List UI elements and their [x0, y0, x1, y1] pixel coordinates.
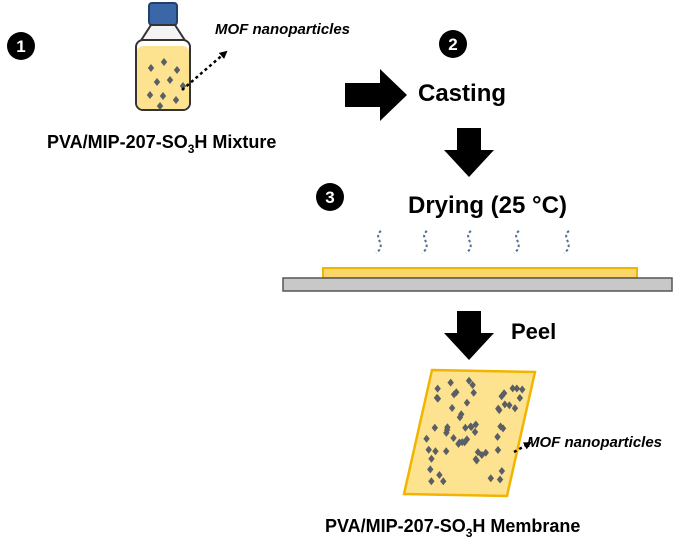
particle-icon: [440, 477, 447, 486]
particle-icon: [472, 455, 480, 464]
particle-icon: [469, 381, 476, 390]
vial: [135, 2, 191, 111]
membrane-particles: [423, 376, 526, 486]
mof-pointer-top: [181, 50, 228, 91]
peel-label: Peel: [511, 319, 556, 344]
particle-icon: [463, 398, 471, 407]
particle-icon: [461, 438, 468, 447]
particle-icon: [160, 58, 168, 66]
step-2-badge: 2: [439, 30, 467, 58]
particle-icon: [494, 432, 501, 441]
particle-icon: [509, 384, 516, 393]
particle-icon: [471, 427, 479, 436]
particle-icon: [428, 454, 435, 463]
particle-icon: [450, 390, 458, 399]
peel-arrow: [444, 311, 494, 360]
glass-plate: [282, 277, 673, 292]
particle-icon: [172, 96, 180, 104]
particle-icon: [478, 450, 486, 459]
particle-icon: [428, 477, 435, 486]
particle-icon: [511, 404, 519, 413]
particle-icon: [465, 376, 473, 385]
drying-arrow: [444, 128, 494, 177]
particle-icon: [443, 447, 450, 456]
particle-icon: [423, 434, 430, 443]
casting-arrow: [345, 69, 407, 121]
particle-icon: [448, 403, 456, 412]
cast-film: [322, 267, 638, 279]
particle-icon: [427, 465, 434, 474]
vapor-lines: [375, 230, 570, 254]
step-3-number: 3: [325, 188, 334, 207]
particle-icon: [499, 424, 507, 433]
particle-icon: [431, 423, 439, 432]
particle-icon: [467, 422, 474, 431]
step-1-number: 1: [16, 37, 25, 56]
particle-icon: [487, 474, 494, 483]
membrane-label: PVA/MIP-207-SO3H Membrane: [325, 516, 580, 540]
particle-icon: [501, 400, 509, 409]
particle-icon: [425, 445, 432, 454]
vial-cap: [148, 2, 178, 26]
mof-label-top: MOF nanoparticles: [215, 21, 350, 38]
particle-icon: [166, 76, 174, 84]
particle-icon: [159, 92, 167, 100]
particle-icon: [433, 393, 441, 402]
particle-icon: [436, 471, 443, 480]
step-3-badge: 3: [316, 183, 344, 211]
particle-icon: [495, 404, 502, 413]
particle-icon: [156, 102, 164, 110]
particle-icon: [146, 91, 154, 99]
particle-icon: [516, 394, 524, 403]
particle-icon: [513, 384, 521, 393]
vial-particles: [146, 58, 187, 110]
particle-icon: [496, 475, 504, 484]
particle-icon: [450, 433, 457, 442]
particle-icon: [443, 425, 451, 434]
mof-label-membrane: MOF nanoparticles: [527, 434, 662, 451]
particle-icon: [173, 66, 181, 74]
particle-icon: [519, 385, 526, 394]
step-1-badge: 1: [7, 32, 35, 60]
particle-icon: [498, 466, 506, 475]
particle-icon: [494, 445, 502, 454]
step-2-number: 2: [448, 35, 457, 54]
particle-icon: [462, 423, 469, 432]
casting-label: Casting: [418, 80, 506, 107]
particle-icon: [179, 82, 187, 90]
particle-icon: [432, 447, 439, 456]
particle-icon: [506, 401, 513, 410]
particle-icon: [447, 378, 454, 387]
particle-icon: [470, 388, 477, 397]
drying-label: Drying (25 °C): [408, 192, 567, 219]
particle-icon: [500, 389, 508, 398]
mixture-label: PVA/MIP-207-SO3H Mixture: [47, 132, 276, 156]
particle-icon: [147, 64, 155, 72]
particle-icon: [434, 384, 441, 393]
particle-icon: [458, 410, 465, 419]
particle-icon: [153, 78, 161, 86]
particle-icon: [472, 420, 480, 429]
